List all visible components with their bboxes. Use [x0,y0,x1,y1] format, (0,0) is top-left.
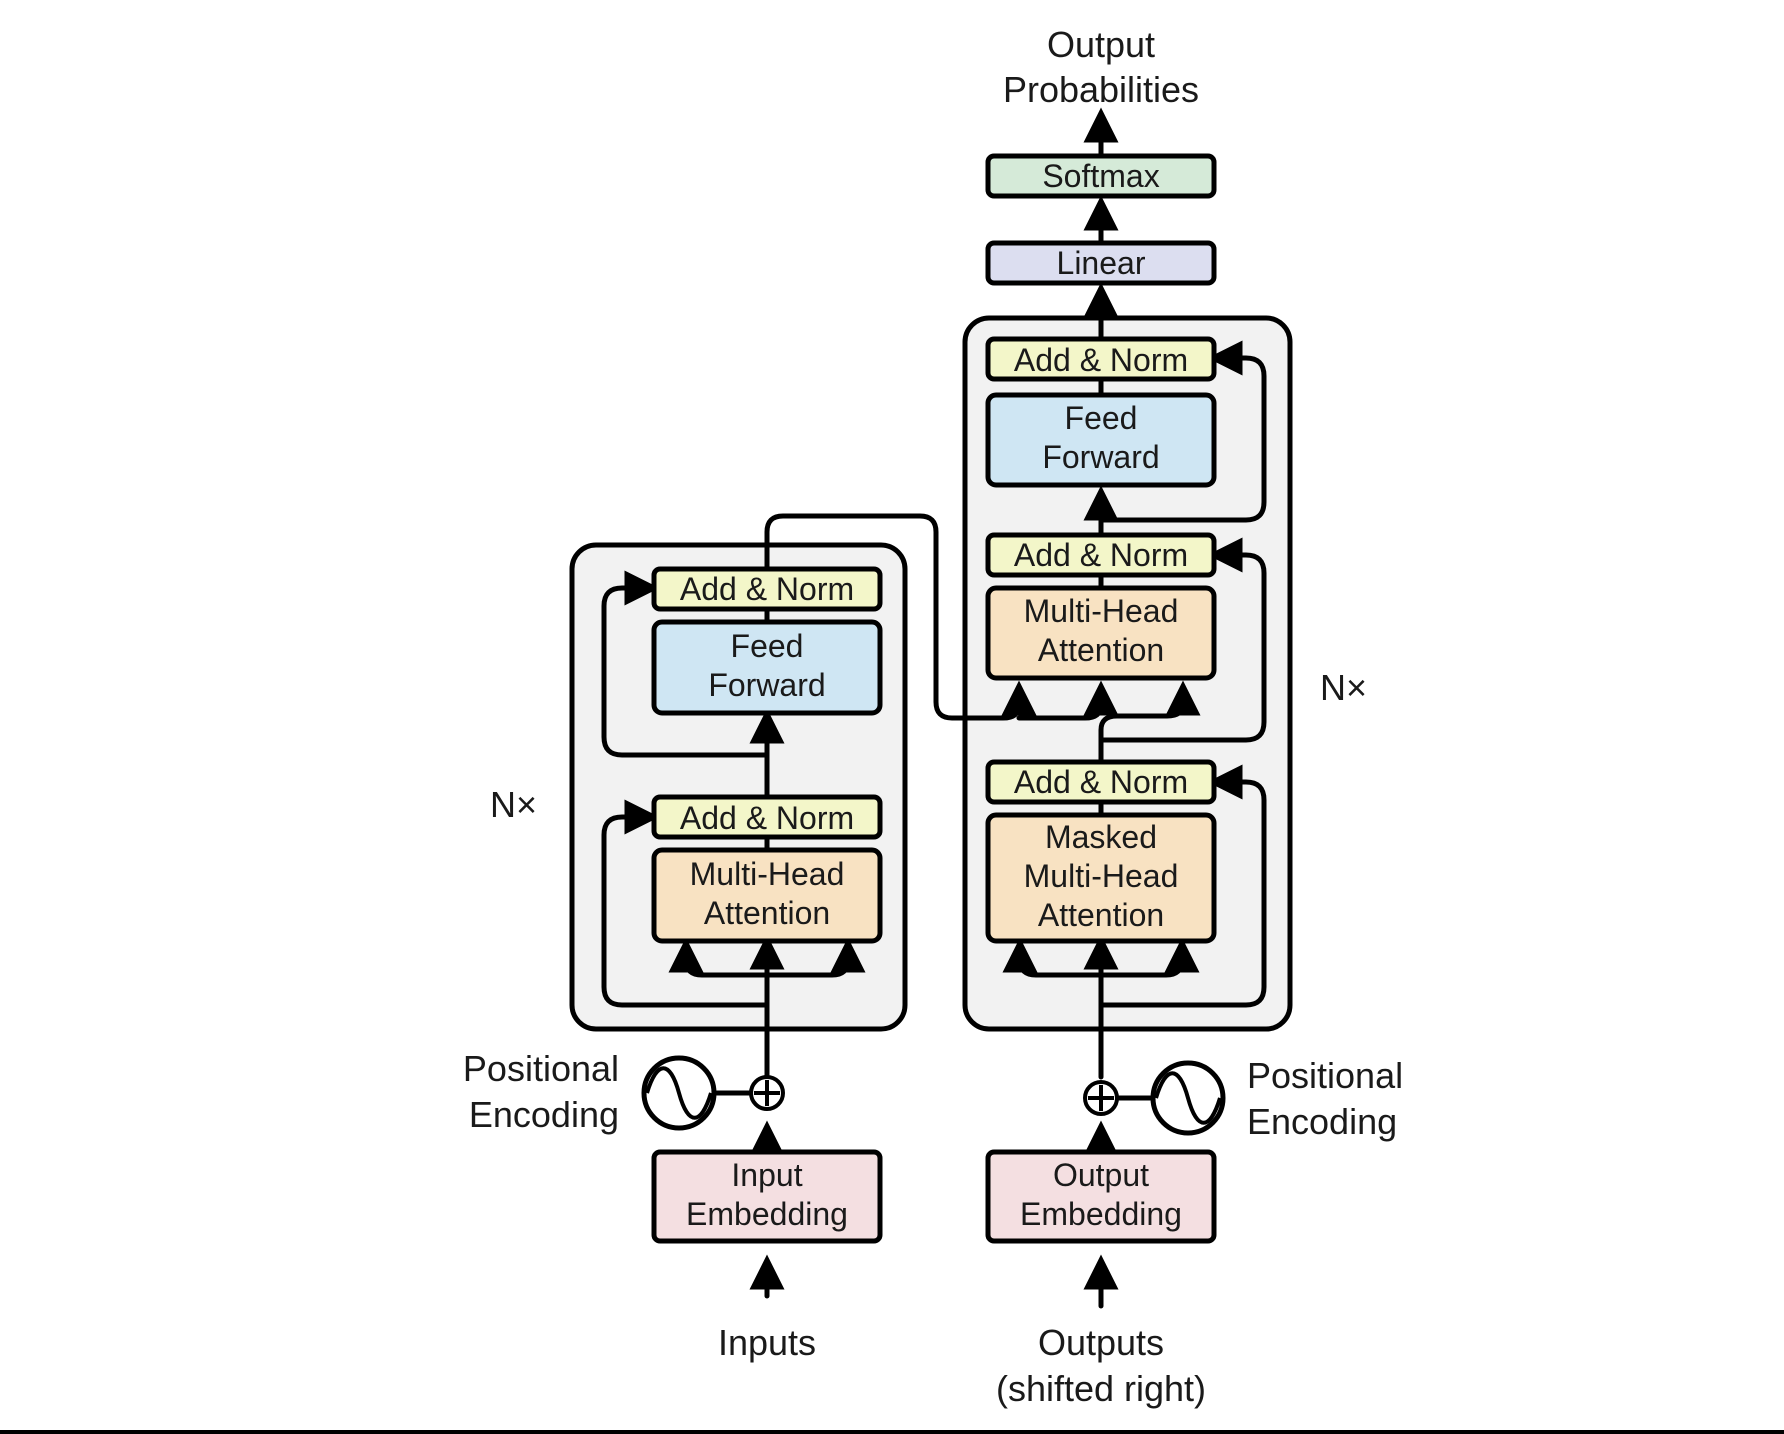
svg-text:Input: Input [731,1157,802,1193]
output-embedding: Output Embedding [985,1149,1217,1244]
encoder-feed-forward: Feed Forward [651,619,883,716]
decoder-nx-label: N× [1320,667,1367,708]
decoder-add-norm-middle: Add & Norm [985,532,1217,578]
svg-text:Softmax: Softmax [1042,158,1159,194]
softmax-block: Softmax [985,153,1217,199]
svg-text:Forward: Forward [708,667,825,703]
svg-text:Feed: Feed [1065,400,1138,436]
encoder-output-branch-wire [1016,680,1119,721]
encoder-wires [601,570,866,1299]
inputs-label: Inputs [718,1322,816,1363]
encoder-positional-encoding [641,1055,785,1131]
svg-text:Multi-Head: Multi-Head [690,856,845,892]
output-probabilities-label-line2: Probabilities [1003,69,1199,110]
decoder-masked-multi-head-attention: Masked Multi-Head Attention [985,812,1217,944]
decoder-positional-encoding-label-line2: Encoding [1247,1101,1397,1142]
svg-text:Attention: Attention [704,895,830,931]
linear-block: Linear [985,240,1217,286]
decoder-positional-encoding-label-line1: Positional [1247,1055,1403,1096]
encoder-positional-encoding-label-line1: Positional [463,1048,619,1089]
svg-text:Attention: Attention [1038,897,1164,933]
encoder-stack [569,542,908,1032]
svg-text:Add & Norm: Add & Norm [1014,764,1188,800]
svg-text:Output: Output [1053,1157,1149,1193]
svg-text:Embedding: Embedding [1020,1196,1182,1232]
svg-text:Add & Norm: Add & Norm [680,800,854,836]
decoder-feed-forward: Feed Forward [985,392,1217,488]
svg-text:Linear: Linear [1057,245,1146,281]
svg-text:Forward: Forward [1042,439,1159,475]
encoder-add-norm-top: Add & Norm [651,566,883,612]
encoder-output-wire [764,513,1037,721]
outputs-label-line2: (shifted right) [996,1368,1206,1409]
svg-text:Add & Norm: Add & Norm [680,571,854,607]
svg-text:Masked: Masked [1045,819,1157,855]
decoder-add-norm-top: Add & Norm [985,336,1217,382]
svg-text:Add & Norm: Add & Norm [1014,342,1188,378]
svg-text:Multi-Head: Multi-Head [1024,593,1179,629]
svg-text:Feed: Feed [731,628,804,664]
encoder-positional-encoding-label-line2: Encoding [469,1094,619,1135]
decoder-wires [1002,107,1267,1309]
encoder-nx-label: N× [490,784,537,825]
svg-text:Attention: Attention [1038,632,1164,668]
outputs-label-line1: Outputs [1038,1322,1164,1363]
output-probabilities-label-line1: Output [1047,24,1155,65]
encoder-add-norm-bottom: Add & Norm [651,794,883,840]
input-embedding: Input Embedding [651,1149,883,1244]
svg-text:Add & Norm: Add & Norm [1014,537,1188,573]
decoder-add-norm-bottom: Add & Norm [985,759,1217,805]
svg-text:Multi-Head: Multi-Head [1024,858,1179,894]
svg-text:Embedding: Embedding [686,1196,848,1232]
decoder-positional-encoding [1083,1060,1226,1136]
decoder-cross-multi-head-attention: Multi-Head Attention [985,585,1217,681]
encoder-multi-head-attention: Multi-Head Attention [651,847,883,944]
